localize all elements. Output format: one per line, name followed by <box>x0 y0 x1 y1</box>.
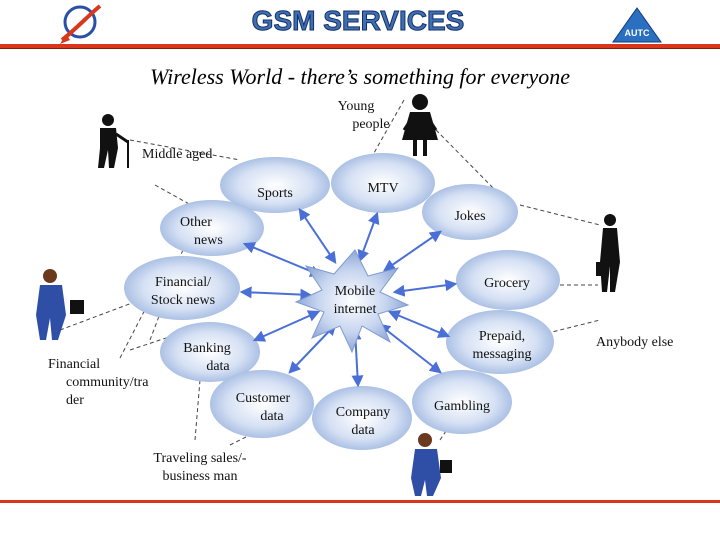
traveling-businessman-figure-icon <box>411 433 452 496</box>
bubble-company <box>312 386 412 450</box>
service-bubbles <box>124 153 560 450</box>
center-label-line2: internet <box>333 302 377 317</box>
autc-logo-text: AUTC <box>625 28 650 38</box>
service-company-line1: Company <box>335 405 391 420</box>
service-grocery-label: Grocery <box>484 276 530 291</box>
service-prepaid-line2: messaging <box>472 347 532 362</box>
page-subtitle: Wireless World - there’s something for e… <box>150 64 570 89</box>
service-financial-news-label: Financial/ Stock news <box>140 274 226 310</box>
center-mobile-internet-label: Mobile internet <box>322 283 388 319</box>
service-sports-label: Sports <box>257 186 293 201</box>
bubble-other-news <box>160 200 264 256</box>
bubble-mtv <box>331 153 435 213</box>
segment-anybody-label: Anybody else <box>596 335 674 350</box>
service-prepaid-label: Prepaid, messaging <box>464 328 540 364</box>
segment-young-line2: people <box>352 117 390 132</box>
service-other-news-line1: Other <box>180 215 212 230</box>
service-customer-label: Customer data <box>228 390 298 426</box>
service-mtv-label: MTV <box>367 181 399 196</box>
bubble-grocery <box>456 250 560 310</box>
service-banking-line1: Banking <box>183 341 231 356</box>
segment-financial-line2: community/tra <box>66 375 149 390</box>
young-girl-figure-icon <box>402 94 438 156</box>
service-prepaid-line1: Prepaid, <box>478 329 526 344</box>
segment-traveling-line2: business man <box>162 469 238 484</box>
service-banking-line2: data <box>206 359 230 374</box>
bubble-customer <box>210 370 314 438</box>
service-company-line2: data <box>351 423 375 438</box>
financial-trader-figure-icon <box>36 269 84 340</box>
segment-financial-label: Financial community/tra der <box>48 356 168 410</box>
bubble-financial-news <box>124 256 240 320</box>
bubble-banking <box>160 322 260 382</box>
service-banking-label: Banking data <box>172 340 242 376</box>
service-gambling-label: Gambling <box>434 399 490 414</box>
header-divider-thin <box>0 48 720 49</box>
bubble-gambling <box>412 370 512 434</box>
service-other-news-label: Other news <box>180 214 250 250</box>
arrows <box>239 208 458 388</box>
businessman-figure-icon <box>596 214 620 292</box>
bubble-sports <box>220 157 330 213</box>
service-customer-line2: data <box>260 409 284 424</box>
service-jokes-label: Jokes <box>454 209 486 224</box>
segment-traveling-label: Traveling sales/- business man <box>140 450 260 486</box>
bubble-prepaid <box>446 310 554 374</box>
segment-young-line1: Young <box>337 99 375 114</box>
bubble-jokes <box>422 184 518 240</box>
segment-traveling-line1: Traveling sales/- <box>153 451 247 466</box>
header-divider <box>0 44 720 48</box>
segment-young-label: Young people <box>316 98 396 134</box>
autc-logo-icon: AUTC <box>612 7 662 43</box>
service-company-label: Company data <box>326 404 400 440</box>
old-man-figure-icon <box>98 114 129 168</box>
segment-financial-line3: der <box>66 393 84 408</box>
page-title: GSM SERVICES <box>252 5 465 36</box>
center-label-line1: Mobile <box>334 284 376 299</box>
mobile-internet-star <box>294 249 410 354</box>
operator-logo-icon <box>60 4 102 44</box>
segment-financial-line1: Financial <box>48 357 101 372</box>
service-financial-news-line1: Financial/ <box>155 275 211 290</box>
service-customer-line1: Customer <box>235 391 291 406</box>
service-financial-news-line2: Stock news <box>150 293 216 308</box>
segment-middle-label: Middle aged <box>142 147 213 162</box>
service-other-news-line2: news <box>194 233 223 248</box>
footer-divider <box>0 500 720 503</box>
